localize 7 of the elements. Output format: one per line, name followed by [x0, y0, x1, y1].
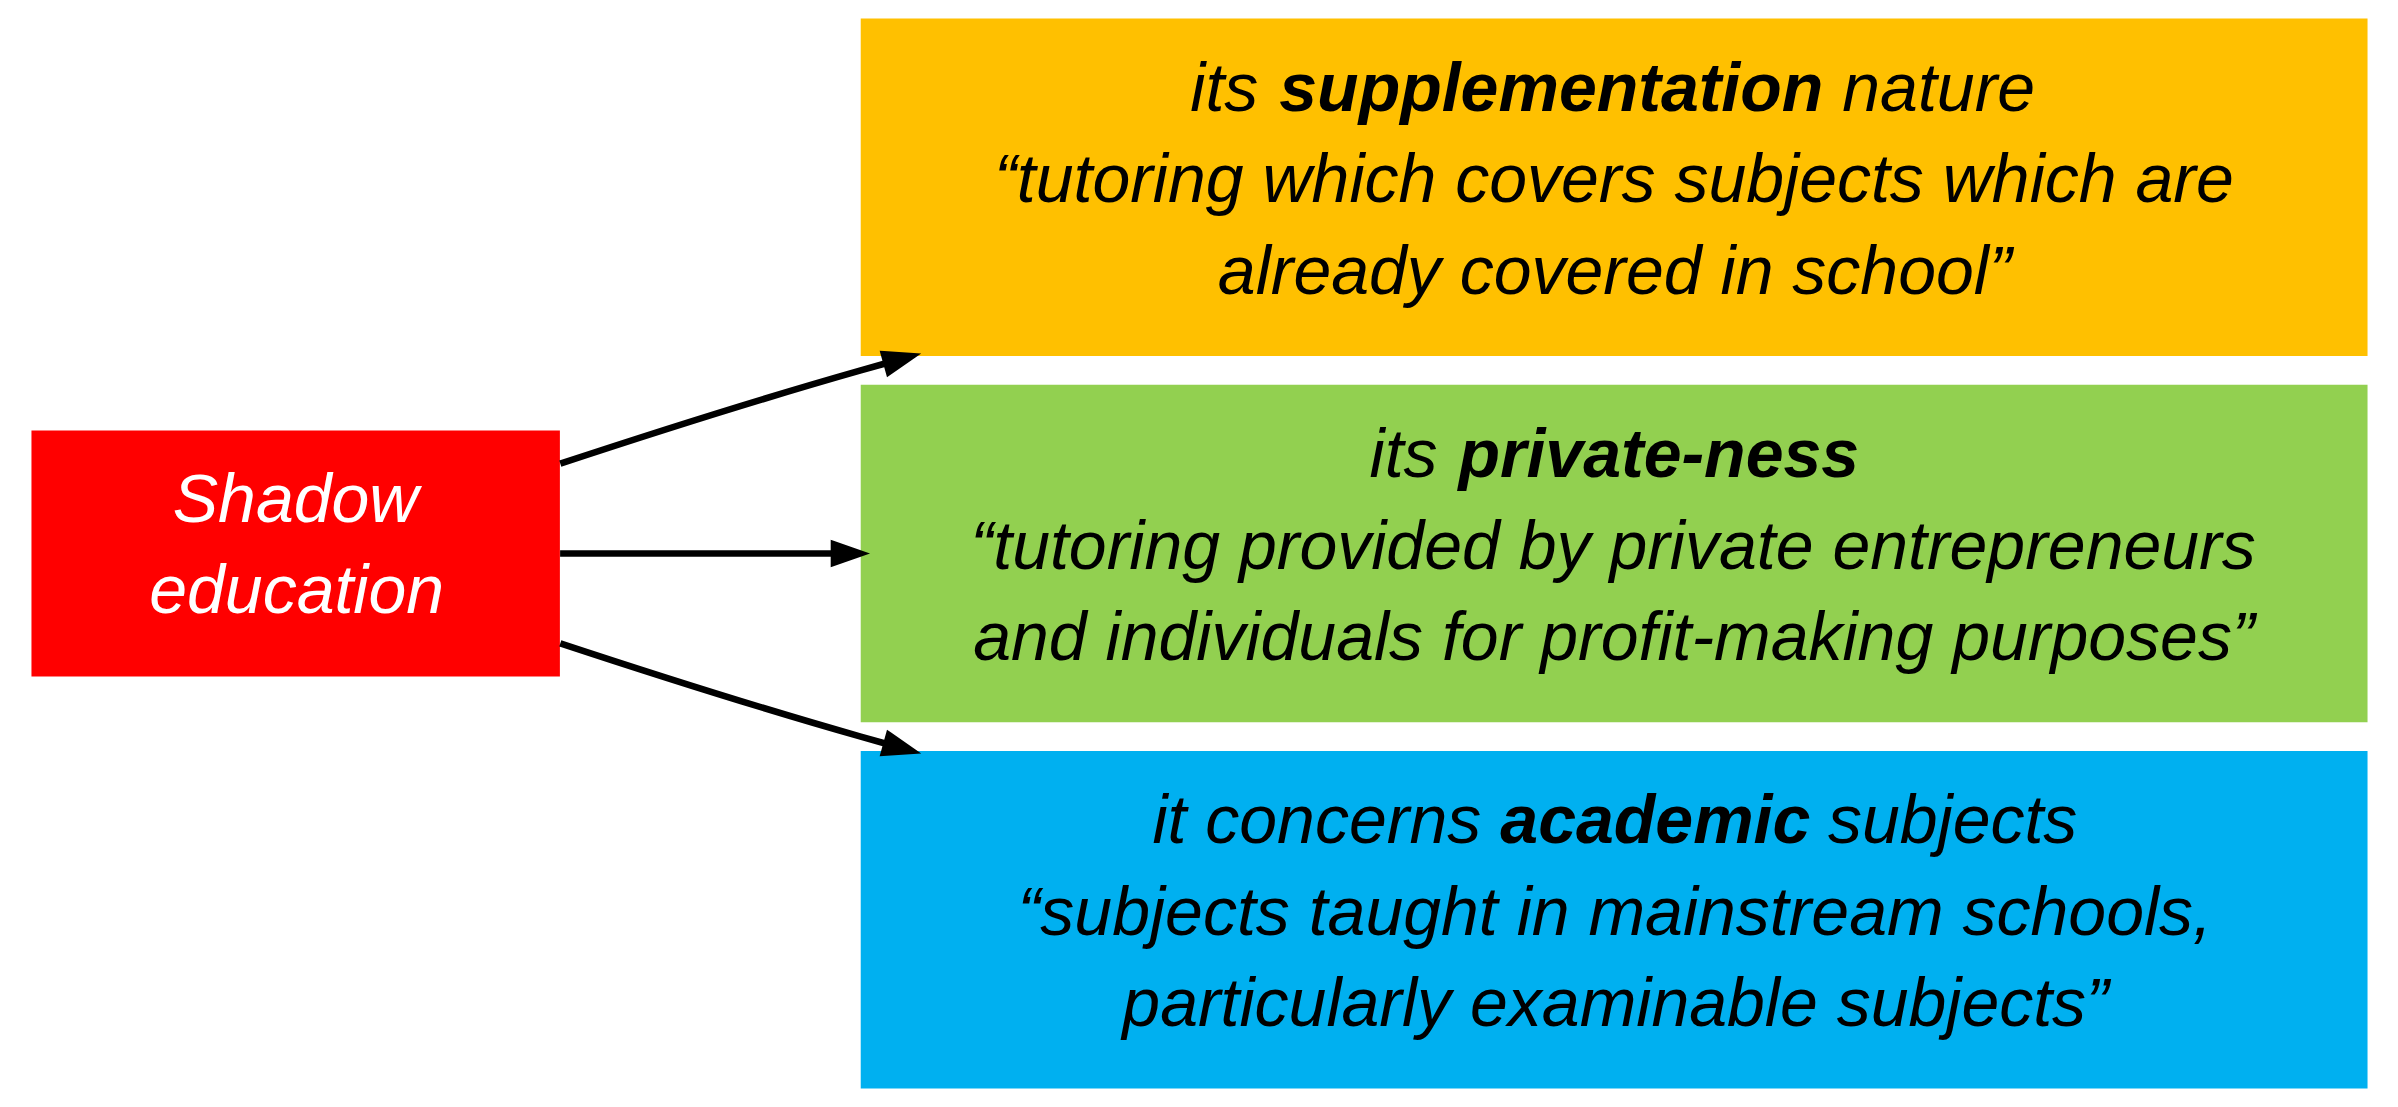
- node-box: Shadow education: [30, 430, 560, 677]
- node-box: it concerns academic subjects “subjects taught in mainstream schools, particularly examinable subjects”: [860, 751, 2368, 1089]
- arrow: [558, 640, 921, 757]
- node-box: its supplementation nature “tutoring which covers subjects which are already covered in school”: [860, 18, 2368, 356]
- node-box: its private-ness “tutoring provided by private entrepreneurs and individuals for profit-making purposes”: [860, 384, 2368, 723]
- arrow: [559, 539, 870, 568]
- arrow: [558, 350, 921, 467]
